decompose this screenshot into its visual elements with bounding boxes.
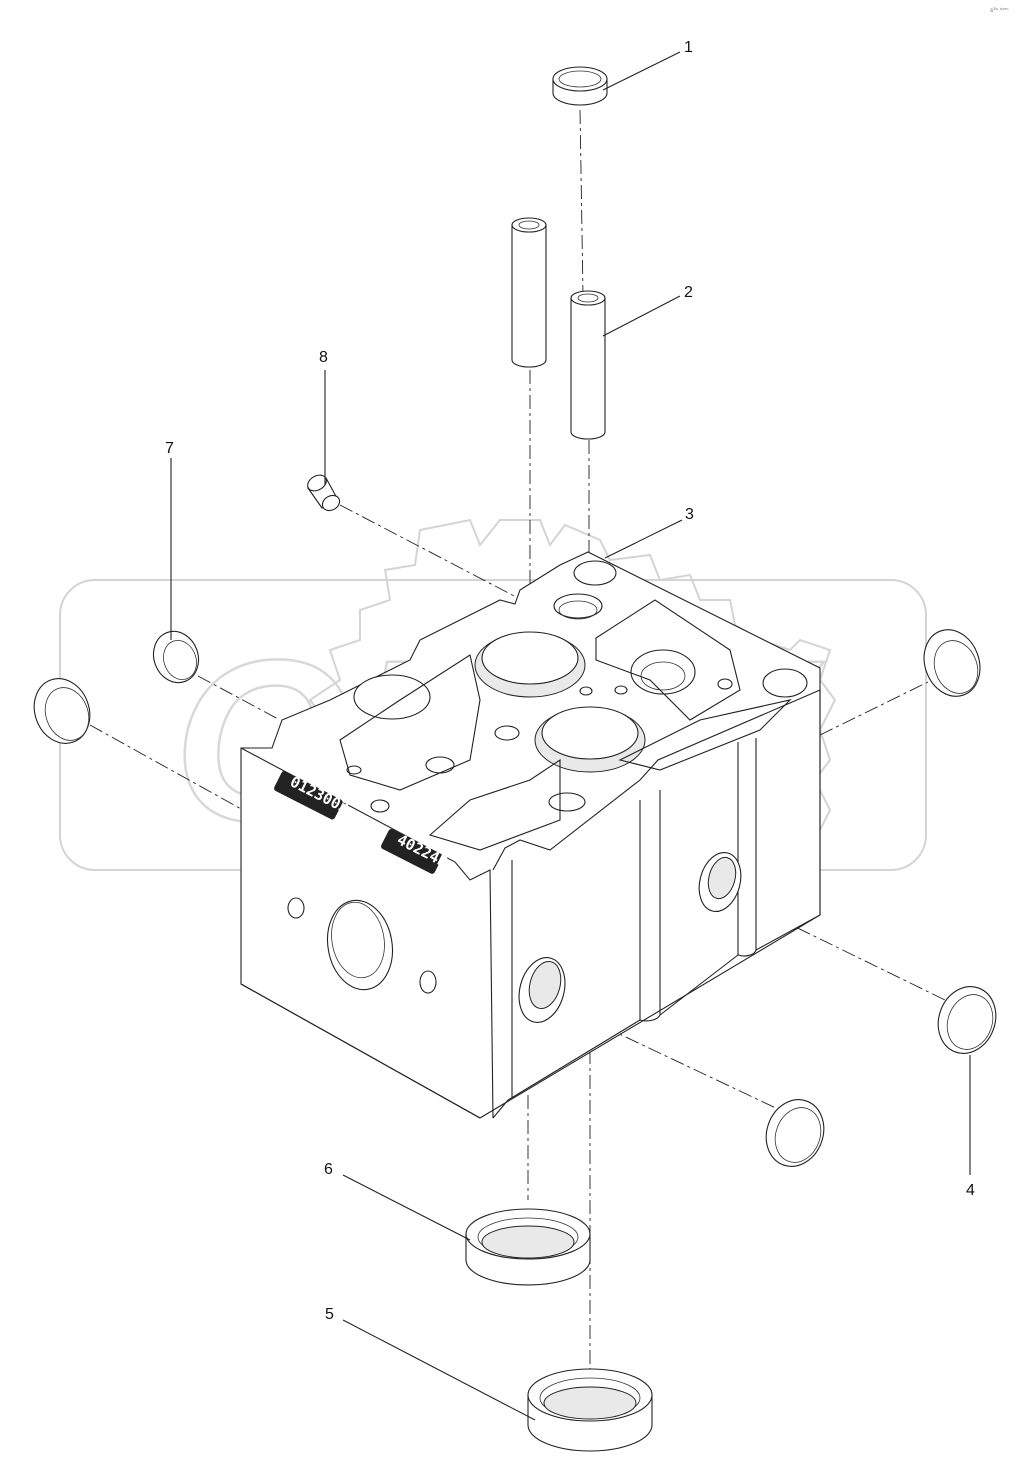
callout-5: 5	[325, 1306, 334, 1323]
part-7-side-plug	[152, 630, 200, 684]
callout-7: 7	[165, 440, 174, 457]
corner-mark: s²ᵇ ᵈᵒᵐ	[990, 7, 1009, 14]
callout-3: 3	[685, 506, 694, 523]
part-4-seal-rings	[765, 986, 997, 1167]
side-plug-right-upper	[923, 629, 981, 697]
part-2-guide-sleeves	[511, 217, 606, 440]
callout-labels: 1 2 3 4 5 6 7 8	[165, 39, 975, 1323]
part-1-cup-plug	[552, 66, 608, 106]
part-8-small-plug	[307, 474, 341, 512]
callout-4: 4	[966, 1182, 975, 1199]
side-plug-left	[33, 678, 91, 744]
leader-lines	[170, 51, 971, 1421]
callout-2: 2	[684, 284, 693, 301]
callout-1: 1	[684, 39, 693, 56]
part-5-valve-seat-ring	[527, 1368, 653, 1452]
callout-6: 6	[324, 1161, 333, 1178]
assembly-axis-lines	[89, 109, 946, 1375]
part-3-cylinder-head: 0123003 40224R	[240, 551, 821, 1119]
callout-8: 8	[319, 349, 328, 366]
part-6-valve-seat-ring	[465, 1208, 591, 1286]
